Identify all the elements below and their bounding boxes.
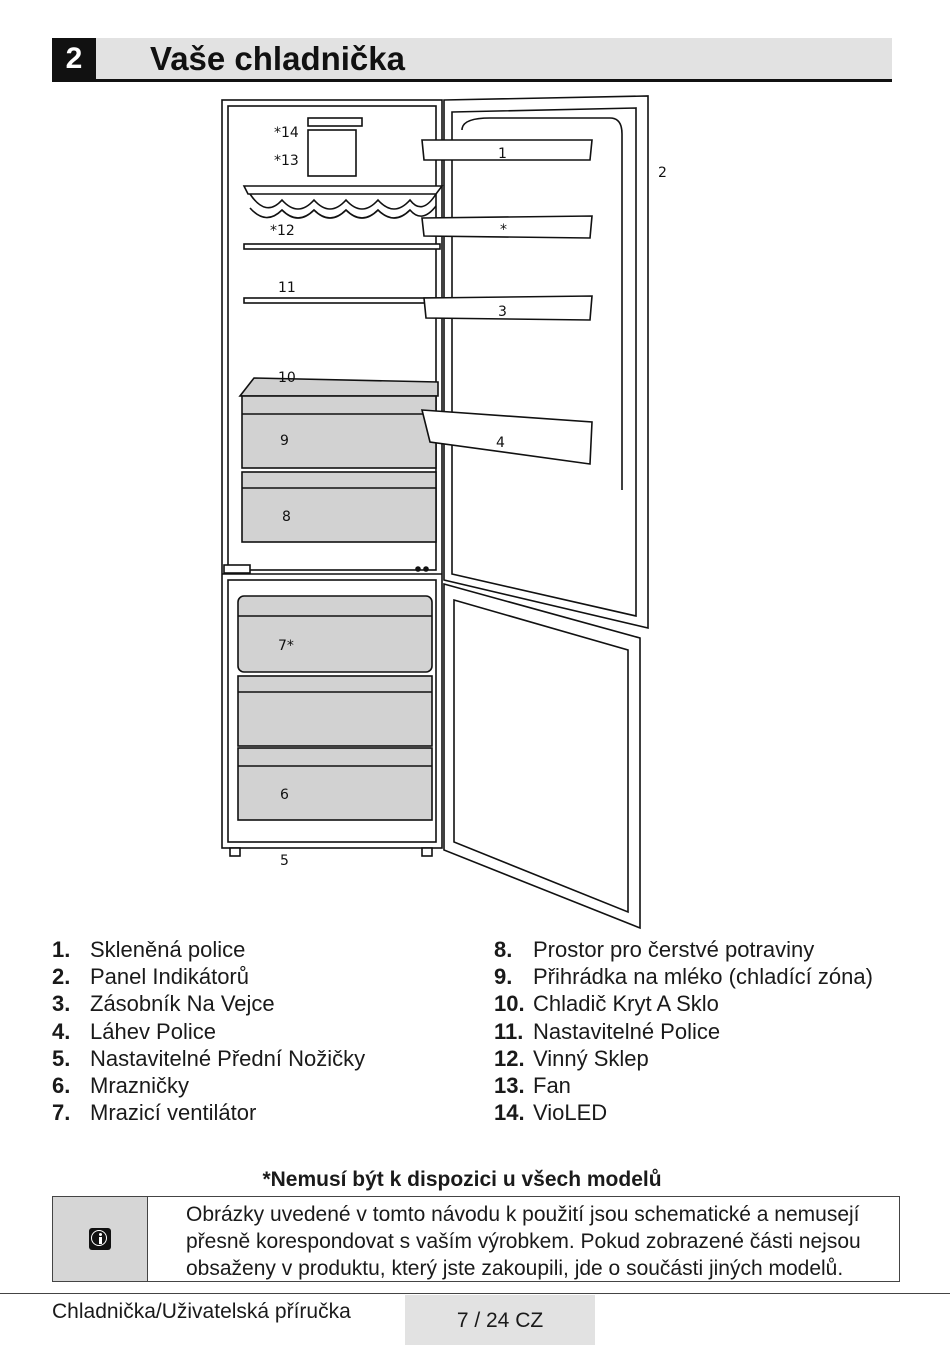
cabinet-outline [221,99,443,849]
freezer-drawer-2 [237,675,433,747]
legend-item: 4.Láhev Police [52,1018,216,1044]
info-icon [89,1228,111,1250]
legend-item: 12.Vinný Sklep [494,1045,649,1071]
callout-12: *12 [270,223,295,239]
page-number: 7 / 24 CZ [405,1295,595,1345]
callout-6: 6 [280,787,289,803]
callout-8: 8 [282,509,291,525]
info-text: Obrázky uvedené v tomto návodu k použití… [186,1203,861,1280]
callout-11: 11 [278,280,296,296]
legend-item: 2.Panel Indikátorů [52,964,249,990]
freezer-door [443,582,641,930]
foot [229,847,241,857]
legend-left: 1.Skleněná police 2.Panel Indikátorů 3.Z… [52,936,365,1126]
fridge-diagram: *14 *13 *12 11 10 9 8 7* 6 5 1 2 * 3 4 [200,90,680,930]
info-icon-cell [53,1197,148,1281]
callout-3: 3 [498,304,507,320]
callout-14: *14 [274,125,299,141]
callout-2: 2 [658,165,667,181]
door-shelf-2 [421,215,593,239]
callout-9: 9 [280,433,289,449]
legend-item: 3.Zásobník Na Vejce [52,991,275,1017]
legend-item: 5.Nastavitelné Přední Nožičky [52,1045,366,1071]
callout-1: 1 [498,146,507,162]
callout-10: 10 [278,370,296,386]
availability-footnote: *Nemusí být k dispozici u všech modelů [262,1168,662,1191]
door-shelf-1 [421,139,593,161]
drawer-9 [241,395,437,469]
section-number: 2 [52,38,96,79]
shelf [243,243,441,250]
drawer-8 [241,471,437,543]
info-box: Obrázky uvedené v tomto návodu k použití… [52,1196,900,1282]
door-shelf-4 [420,409,593,465]
footer-title: Chladnička/Uživatelská příručka [52,1300,351,1323]
legend-item: 8.Prostor pro čerstvé potraviny [494,937,815,962]
callout-4: 4 [496,435,505,451]
legend-item: 6.Mrazničky [52,1073,190,1099]
legend-right: 8.Prostor pro čerstvé potraviny 9.Přihrá… [494,936,873,1126]
legend-item: 10.Chladič Kryt A Sklo [494,991,719,1017]
legend-item: 9.Přihrádka na mléko (chladící zóna) [494,964,873,990]
fridge-door [443,95,649,630]
callout-13: *13 [274,153,299,169]
freezer-drawer-3 [237,747,433,821]
callout-asterisk: * [500,222,507,238]
door-shelf-3 [423,295,593,321]
fan-box [307,129,357,177]
foot [421,847,433,857]
footer-divider [0,1293,950,1294]
fridge-compartment-outline [227,105,437,571]
section-header: 2 Vaše chladnička [52,38,892,82]
shelf [243,297,441,304]
callout-5: 5 [280,853,289,869]
legend-item: 7.Mrazicí ventilátor [52,1100,257,1126]
legend-item: 1.Skleněná police [52,937,246,962]
legend-item: 14.VioLED [494,1100,608,1126]
callout-7: 7* [278,638,294,654]
legend-item: 11.Nastavitelné Police [494,1018,721,1044]
freezer-drawer-1 [237,595,433,673]
legend-item: 13.Fan [494,1073,571,1099]
fridge-illustration: *14 *13 *12 11 10 9 8 7* 6 5 1 2 * 3 4 [221,95,667,930]
page-title: Vaše chladnička [150,40,405,77]
freezer-compartment-outline [227,579,437,843]
